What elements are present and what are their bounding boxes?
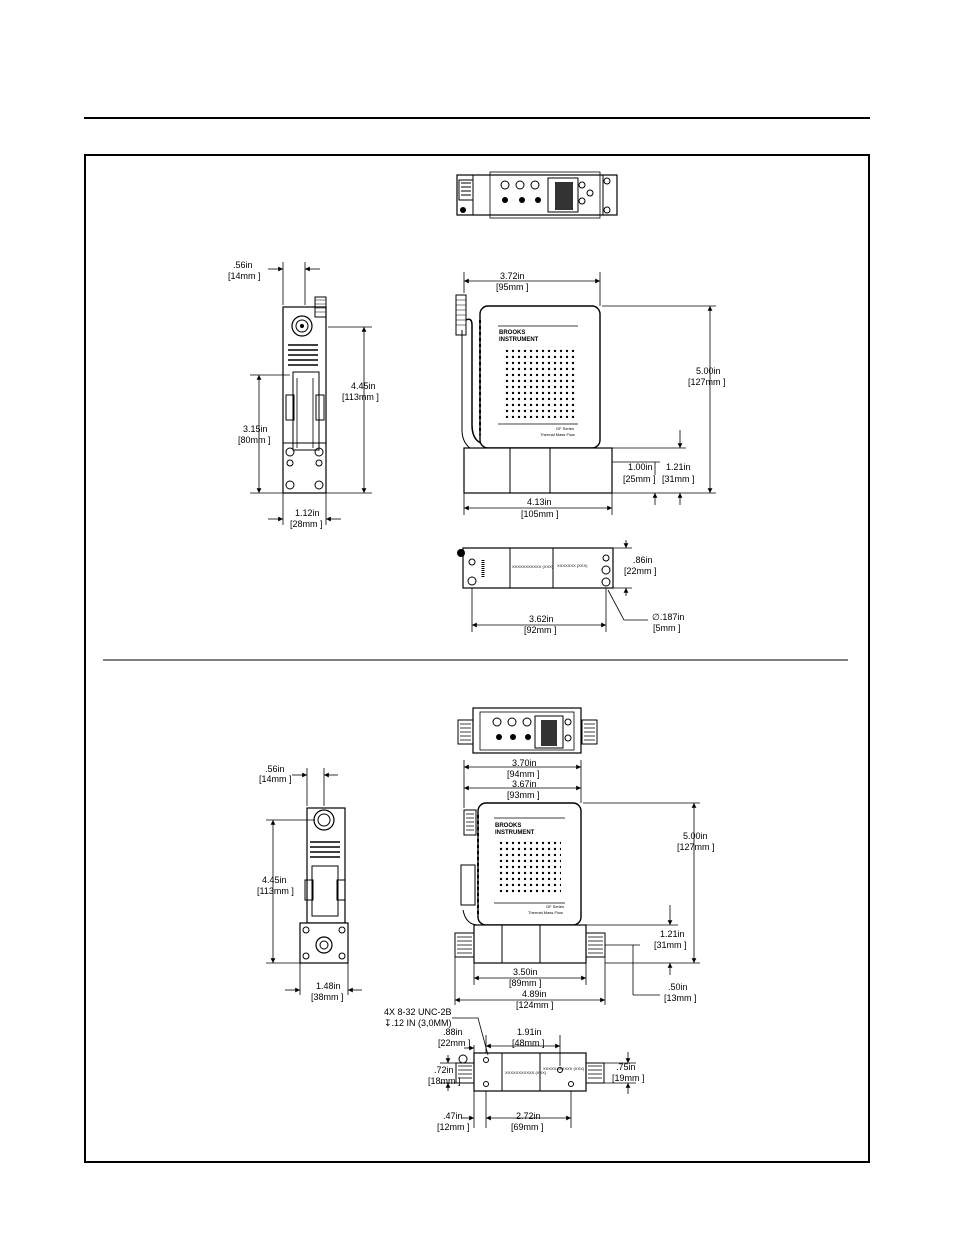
dim-bot-span1-mm: [48mm ]: [512, 1038, 545, 1048]
dim-lower-side-height-in: 4.45in: [262, 875, 287, 885]
dim-lower-base-overall-mm: [124mm ]: [516, 1000, 554, 1010]
lower-submodel: Thermal Mass Flow: [528, 910, 563, 915]
lower-front-dims: [454, 760, 700, 1005]
lower-model: GF Series: [546, 904, 564, 909]
upper-submodel: Thermal Mass Flow: [540, 432, 575, 437]
dim-bot-span2-in: 2.72in: [516, 1111, 541, 1121]
dim-base-h1-mm: [25mm ]: [623, 474, 656, 484]
dim-side-top-width-in: .56in: [233, 260, 253, 270]
dim-bot-span1-in: 1.91in: [517, 1027, 542, 1037]
dim-lower-front-w2-in: 3.67in: [512, 779, 537, 789]
dim-lower-base-h-mm: [31mm ]: [654, 940, 687, 950]
upper-side-dims: [250, 262, 372, 525]
dim-side-width-mm: [28mm ]: [290, 519, 323, 529]
upper-front-view: BROOKS INSTRUMENT GF Series Thermal Mass…: [455, 294, 613, 494]
dim-side-top-width-mm: [14mm ]: [228, 271, 261, 281]
lower-front-view: BROOKS INSTRUMENT GF Series Thermal Mass…: [454, 802, 606, 964]
dim-lower-front-height-mm: [127mm ]: [677, 842, 715, 852]
upper-side-view: [282, 296, 327, 494]
dim-bot-depth-in: .88in: [443, 1027, 463, 1037]
upper-bottom-label-2: XXXXXXX (XXX): [557, 563, 588, 568]
dim-hole-span-in: 3.62in: [529, 614, 554, 624]
drawing-frame: [84, 154, 870, 1163]
thread-note-1: 4X 8-32 UNC-2B: [384, 1007, 452, 1017]
lower-side-dims: [266, 768, 362, 995]
dim-side-height-in: 4.45in: [351, 381, 376, 391]
lower-bottom-label-2: XXXXXXXXXXX (XXX): [543, 1066, 585, 1071]
upper-front-dims: [463, 272, 716, 515]
dim-lower-front-height-in: 5.00in: [683, 831, 708, 841]
dim-lower-fitting-h-in: .50in: [668, 982, 688, 992]
dim-lower-base-h-in: 1.21in: [660, 929, 685, 939]
upper-brand-line2: INSTRUMENT: [499, 337, 539, 343]
dim-lower-fitting-h-mm: [13mm ]: [664, 993, 697, 1003]
dim-base-h2-mm: [31mm ]: [662, 474, 695, 484]
lower-bottom-label-1: XXXXXXXXXXX (XXX): [505, 1070, 547, 1075]
dim-lower-side-top-in: .56in: [265, 764, 285, 774]
upper-top-view: [456, 171, 618, 219]
dim-side-width-in: 1.12in: [295, 508, 320, 518]
upper-bottom-label-1: XXXXXXXXXXX (XXX): [512, 564, 554, 569]
dim-front-height-in: 5.00in: [696, 366, 721, 376]
dim-base-h1-in: 1.00in: [628, 462, 653, 472]
dim-bot-right-in: .75in: [616, 1062, 636, 1072]
lower-brand-line1: BROOKS: [495, 823, 521, 829]
dim-hole-dia-in: ∅.187in: [652, 612, 684, 622]
dim-bottom-depth-in: .86in: [633, 555, 653, 565]
dim-lower-front-w1-in: 3.70in: [512, 758, 537, 768]
upper-brand-line1: BROOKS: [499, 330, 525, 336]
dim-hole-span-mm: [92mm ]: [524, 625, 557, 635]
upper-model: GF Series: [556, 426, 574, 431]
dim-front-width-mm: [95mm ]: [496, 282, 529, 292]
dim-lower-front-w2-mm: [93mm ]: [507, 790, 540, 800]
lower-brand-line2: INSTRUMENT: [495, 830, 535, 836]
dim-lower-front-w1-mm: [94mm ]: [507, 769, 540, 779]
upper-bottom-dims: [471, 540, 648, 632]
dim-lower-side-top-mm: [14mm ]: [259, 774, 292, 784]
dim-side-height-mm: [113mm ]: [342, 392, 379, 402]
upper-bottom-view: XXXXXXXXXXX (XXX) XXXXXXX (XXX): [457, 547, 614, 589]
lower-side-view: [299, 807, 349, 964]
dim-lower-side-width-in: 1.48in: [316, 981, 341, 991]
dim-base-h2-in: 1.21in: [666, 462, 691, 472]
dim-lower-side-height-mm: [113mm ]: [257, 886, 294, 896]
dim-bot-left-mm: [18mm ]: [428, 1076, 461, 1086]
dim-hole-dia-mm: [5mm ]: [653, 623, 681, 633]
dim-lower-base-inner-mm: [89mm ]: [509, 978, 542, 988]
dim-bot-right-mm: [19mm ]: [612, 1073, 645, 1083]
lower-bottom-dims: [440, 1017, 636, 1128]
dim-base-width-mm: [105mm ]: [521, 509, 559, 519]
dim-front-height-mm: [127mm ]: [688, 377, 726, 387]
dim-bot-span2-mm: [69mm ]: [511, 1122, 544, 1132]
dim-bot-edge-in: .47in: [443, 1111, 463, 1121]
dim-bot-left-in: .72in: [434, 1065, 454, 1075]
dim-bot-depth-mm: [22mm ]: [438, 1038, 471, 1048]
dim-base-width-in: 4.13in: [527, 497, 552, 507]
dim-side-lower-in: 3.15in: [243, 424, 268, 434]
dim-lower-side-width-mm: [38mm ]: [311, 992, 344, 1002]
dim-lower-base-inner-in: 3.50in: [513, 967, 538, 977]
lower-top-view: [457, 707, 598, 754]
dim-side-lower-mm: [80mm ]: [238, 435, 271, 445]
lower-bottom-view: XXXXXXXXXXX (XXX) XXXXXXXXXXX (XXX): [455, 1052, 605, 1092]
thread-note-2: ↧.12 IN (3,0MM): [384, 1018, 452, 1028]
dim-bot-edge-mm: [12mm ]: [437, 1122, 470, 1132]
dim-bottom-depth-mm: [22mm ]: [624, 566, 657, 576]
dim-lower-base-overall-in: 4.89in: [522, 989, 547, 999]
dim-front-width-in: 3.72in: [500, 271, 525, 281]
